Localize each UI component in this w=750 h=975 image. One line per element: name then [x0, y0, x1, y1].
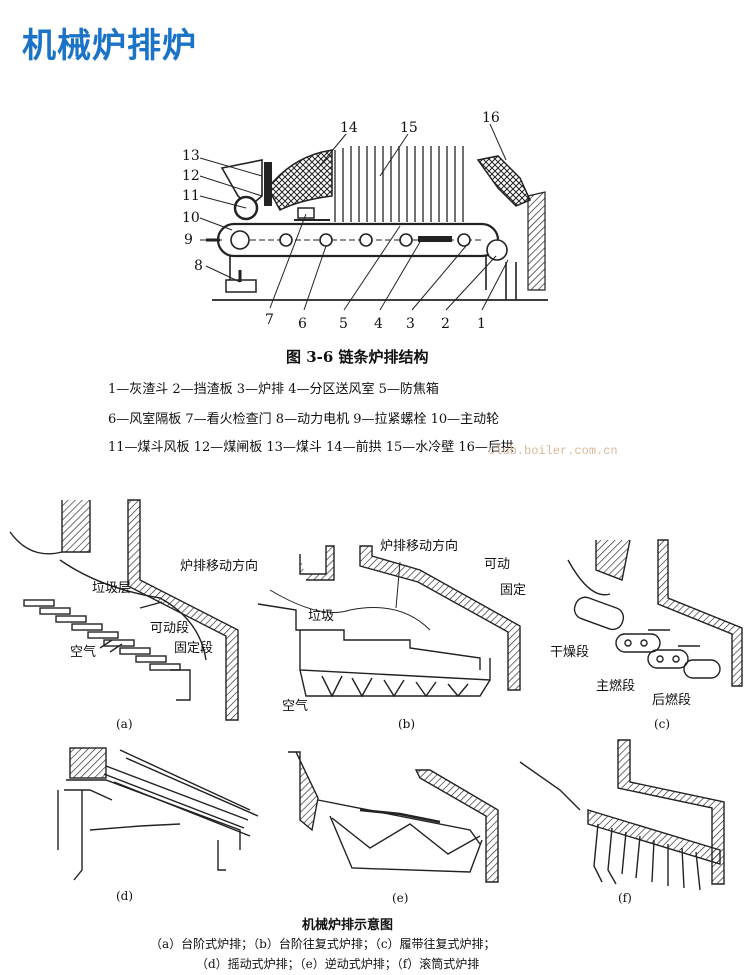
a-air-label: 空气 — [70, 644, 96, 660]
part-number: 1 — [477, 316, 486, 332]
figure1-legend-line: 6—风室隔板 7—看火检查门 8—动力电机 9—拉紧螺栓 10—主动轮 — [108, 412, 500, 427]
panel-c-label: (c) — [654, 717, 670, 731]
page-title: 机械炉排炉 — [22, 26, 197, 66]
panel-d — [57, 747, 259, 881]
panel-b-label: (b) — [398, 717, 415, 731]
figure1-caption: 图 3-6 链条炉排结构 — [286, 348, 429, 366]
figure1-legend-line: 11—煤斗风板 12—煤闸板 13—煤斗 14—前拱 15—水冷壁 16—后拱 — [108, 440, 514, 455]
panel-d-label: (d) — [116, 889, 133, 903]
part-number: 14 — [340, 120, 358, 136]
part-number: 9 — [184, 232, 193, 248]
grate-types-diagram: 垃圾层 炉排移动方向 可动段 固定段 空气 (a) 炉排移动方向 可动 固定 垃… — [9, 499, 743, 905]
b-move-label: 炉排移动方向 — [380, 538, 458, 554]
part-number: 6 — [298, 316, 307, 332]
part-number: 10 — [182, 210, 200, 226]
b-waste-label: 垃圾 — [308, 609, 334, 624]
front-arch — [267, 149, 333, 211]
b-fixed-label: 固定 — [500, 583, 526, 598]
part-number: 16 — [482, 110, 500, 126]
panel-a — [9, 499, 239, 721]
panel-e-label: (e) — [392, 891, 408, 905]
figure1-legend-line: 1—灰渣斗 2—挡渣板 3—炉排 4—分区送风室 5—防焦箱 — [108, 382, 439, 397]
part-number: 12 — [182, 168, 200, 184]
figure2-caption: 机械炉排示意图 — [302, 918, 394, 933]
part-number: 8 — [194, 258, 203, 274]
part-number: 11 — [182, 188, 200, 204]
b-movable-label: 可动 — [484, 557, 510, 572]
water-wall — [334, 146, 464, 222]
panel-f-label: (f) — [618, 891, 632, 905]
part-number: 3 — [406, 316, 415, 332]
part-number: 5 — [339, 316, 348, 332]
c-dry-label: 干燥段 — [550, 645, 589, 660]
c-main-label: 主燃段 — [596, 678, 635, 694]
panel-c — [567, 539, 743, 687]
a-movable-label: 可动段 — [150, 621, 189, 636]
rear-arch — [476, 155, 531, 207]
part-number: 4 — [374, 316, 383, 332]
a-fixed-label: 固定段 — [174, 641, 213, 656]
figure2-legend-line: （a）台阶式炉排；（b）台阶往复式炉排；（c）履带往复式炉排； — [150, 937, 496, 951]
part-number: 13 — [182, 148, 200, 164]
panel-e — [288, 751, 499, 883]
chain-grate-diagram: 14 15 16 13 12 11 10 9 8 7 6 5 4 3 2 1 — [182, 110, 548, 332]
panel-b — [257, 545, 521, 698]
part-number: 2 — [441, 316, 450, 332]
c-after-label: 后燃段 — [652, 692, 691, 708]
part-number: 7 — [265, 312, 274, 328]
panel-f — [519, 739, 725, 891]
a-layer-label: 垃圾层 — [92, 581, 131, 596]
part-number: 15 — [400, 120, 418, 136]
a-move-label: 炉排移动方向 — [180, 558, 258, 574]
b-air-label: 空气 — [282, 698, 308, 714]
figure2-legend-line: （d）摇动式炉排；（e）逆动式炉排；（f）滚筒式炉排 — [196, 957, 480, 971]
panel-a-label: (a) — [116, 717, 133, 731]
part-numbers: 14 15 16 13 12 11 10 9 8 7 6 5 4 3 2 1 — [182, 110, 500, 332]
watermark: club.boiler.com.cn — [488, 444, 618, 458]
